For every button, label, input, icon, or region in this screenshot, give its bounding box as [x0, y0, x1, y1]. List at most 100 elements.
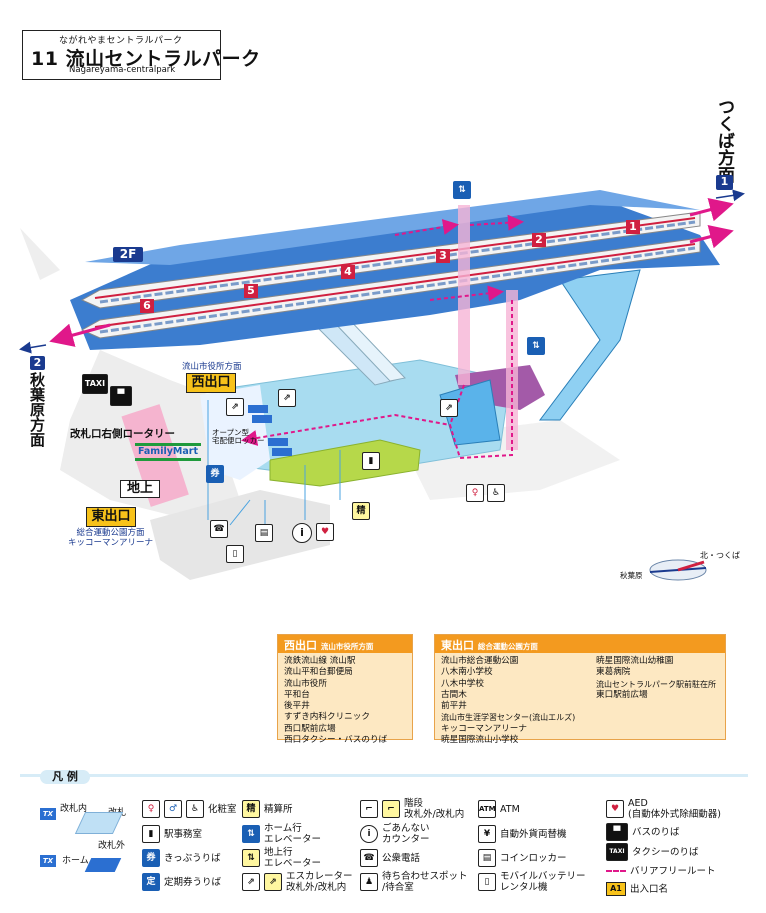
legend-label: 地上行 エレベーター: [264, 847, 322, 869]
list-item: 流山市役所: [284, 678, 327, 689]
compass-tsukuba: つくば: [716, 551, 740, 560]
route-platform-lower: [429, 285, 504, 302]
legend-item: ⇗⇗エスカレーター 改札外/改札内: [242, 870, 353, 894]
bus-icon: ▀: [606, 823, 628, 841]
arrow-akihabara: [49, 323, 111, 347]
legend-gate-inside: 改札内: [60, 804, 88, 814]
legend-item: ☎公衆電話: [360, 846, 468, 870]
station-name: 11 流山セントラルパーク: [31, 44, 261, 71]
legend-item: ▯モバイルバッテリー レンタル機: [478, 870, 586, 894]
direction-akihabara: 秋葉原方面: [28, 372, 46, 447]
fare-adjust-icon: 精: [242, 800, 260, 818]
station-office-icon: ▮: [142, 825, 160, 843]
list-item: 流山市生涯学習センター(流山エルズ): [441, 713, 576, 723]
list-item: 平和台: [284, 689, 310, 700]
elevator-home-icon: ⇅: [453, 181, 471, 199]
exchange-icon: ¥: [478, 825, 496, 843]
list-item: 八木中学校: [441, 678, 484, 689]
legend-label: 階段 改札外/改札内: [404, 798, 465, 820]
west-exit-label[interactable]: 西出口: [186, 373, 236, 393]
battery-icon: ▯: [226, 545, 244, 563]
stairs-icon: ⌐: [360, 800, 378, 818]
taxi-icon: TAXI: [82, 374, 108, 394]
legend-item: ▀バスのりば: [606, 822, 721, 842]
legend-item: 券きっぷうりば: [142, 846, 237, 870]
legend-label: モバイルバッテリー レンタル機: [500, 871, 586, 893]
station-office-icon: ▮: [362, 452, 380, 470]
legend-item: ⇅ホーム行 エレベーター: [242, 822, 353, 846]
escalator-icon-2: ⇗: [278, 389, 296, 407]
east-card-title: 東出口: [441, 639, 474, 652]
legend-title: 凡 例: [40, 770, 90, 784]
list-item: 西口駅前広場: [284, 723, 336, 734]
car-marker-6: [140, 299, 154, 313]
elevator-home-icon: ⇅: [242, 825, 260, 843]
list-item: 後平井: [284, 701, 310, 712]
legend-item: ♥AED (自動体外式除細動器): [606, 796, 721, 822]
legend-home-shape: [84, 858, 122, 872]
car-marker-1: [626, 220, 640, 234]
toilet-male-icon: ♂: [164, 800, 182, 818]
legend-label: タクシーのりば: [632, 846, 699, 858]
legend-label: 自動外貨両替機: [500, 828, 567, 840]
legend-item: バリアフリールート: [606, 862, 721, 880]
locker-icon: ▤: [478, 849, 496, 867]
wheelchair-icon: ♿: [186, 800, 204, 818]
taxi-icon: TAXI: [606, 843, 628, 861]
list-item: 流山平和台郵便局: [284, 667, 353, 678]
legend-label: エスカレーター 改札外/改札内: [286, 871, 353, 893]
station-name-text: 流山セントラルパーク: [65, 48, 261, 70]
legend-label: 出入口名: [630, 883, 669, 895]
west-exit-card-list: 流鉄流山線 流山駅 流山平和台郵便局 流山市役所 平和台 後平井 すずき内科クリ…: [278, 653, 412, 749]
legend-label: きっぷうりば: [164, 852, 221, 864]
legend-col-4: ATM ATM ¥ 自動外貨両替機 ▤ コインロッカー ▯モバイルバッテリー レンタル…: [478, 796, 586, 894]
legend-item: ATM ATM: [478, 796, 586, 822]
west-exit-card-header: 西出口 流山市役所方面: [278, 635, 412, 653]
station-map: [19, 189, 745, 581]
legend-label: ATM: [500, 803, 520, 815]
arrow-akihabara-dir: [19, 341, 47, 354]
station-name-romaji: Nagareyama-centralpark: [69, 65, 176, 75]
pass-icon: 定: [142, 873, 160, 891]
stairs-south: [539, 269, 641, 421]
gate-machine-2: [252, 415, 272, 423]
legend-label: バリアフリールート: [630, 865, 716, 877]
east-exit-card: 東出口 総合運動公園方面 流山市総合運動公園 八木南小学校 八木中学校 古間木 …: [434, 634, 726, 745]
east-card-col1: 流山市総合運動公園 八木南小学校 八木中学校 古間木 前平井 流山市生涯学習セン…: [441, 656, 586, 746]
legend-home: ホーム: [62, 856, 89, 866]
list-item: 東口駅前広場: [596, 689, 648, 700]
legend-label: 公衆電話: [382, 852, 421, 864]
atm-icon: ATM: [478, 800, 496, 818]
east-card-subtitle: 総合運動公園方面: [477, 642, 538, 651]
legend-item: ¥ 自動外貨両替機: [478, 822, 586, 846]
escalator-icon-3: ⇗: [440, 399, 458, 417]
open-locker-label: オープン型 宅配便ロッカー: [212, 428, 265, 445]
legend-label: 定期券うりば: [164, 876, 222, 888]
aed-icon: ♥: [316, 523, 334, 541]
direction-tsukuba: つくば方面: [714, 98, 734, 183]
car-number-1: 1: [629, 220, 637, 233]
info-icon: i: [292, 523, 312, 543]
list-item: 暁星国際流山小学校: [441, 735, 519, 746]
train-lower: [80, 237, 701, 339]
car-number-5: 5: [247, 284, 255, 297]
legend-col-2: 精精算所 ⇅ホーム行 エレベーター ⇅地上行 エレベーター ⇗⇗エスカレーター …: [242, 796, 353, 894]
tx-logo: TX: [40, 808, 56, 820]
legend-label: コインロッカー: [500, 852, 567, 864]
east-exit-label[interactable]: 東出口: [86, 507, 136, 527]
car-marker-4: [341, 265, 355, 279]
gate-machine-3: [268, 438, 288, 446]
east-exit-card-list: 流山市総合運動公園 八木南小学校 八木中学校 古間木 前平井 流山市生涯学習セン…: [435, 653, 725, 749]
station-title-box: ながれやまセントラルパーク 11 流山セントラルパーク Nagareyama-c…: [22, 30, 260, 80]
legend-label: 待ち合わせスポット /待合室: [382, 871, 468, 893]
familymart-sign: FamilyMart: [135, 443, 201, 461]
barrier-free-icon: [606, 870, 626, 872]
west-exit-sub: 流山市役所方面: [182, 362, 242, 372]
legend-item: 精精算所: [242, 796, 353, 822]
elevator-shaft-north: [458, 205, 470, 385]
legend-gate-outside: 改札外: [98, 841, 126, 851]
tx-logo-2: TX: [40, 855, 56, 867]
wheelchair-icon: ♿: [487, 484, 505, 502]
west-exit-card: 西出口 流山市役所方面 流鉄流山線 流山駅 流山平和台郵便局 流山市役所 平和台…: [277, 634, 413, 745]
direction-akihabara-number: 2: [30, 356, 45, 370]
